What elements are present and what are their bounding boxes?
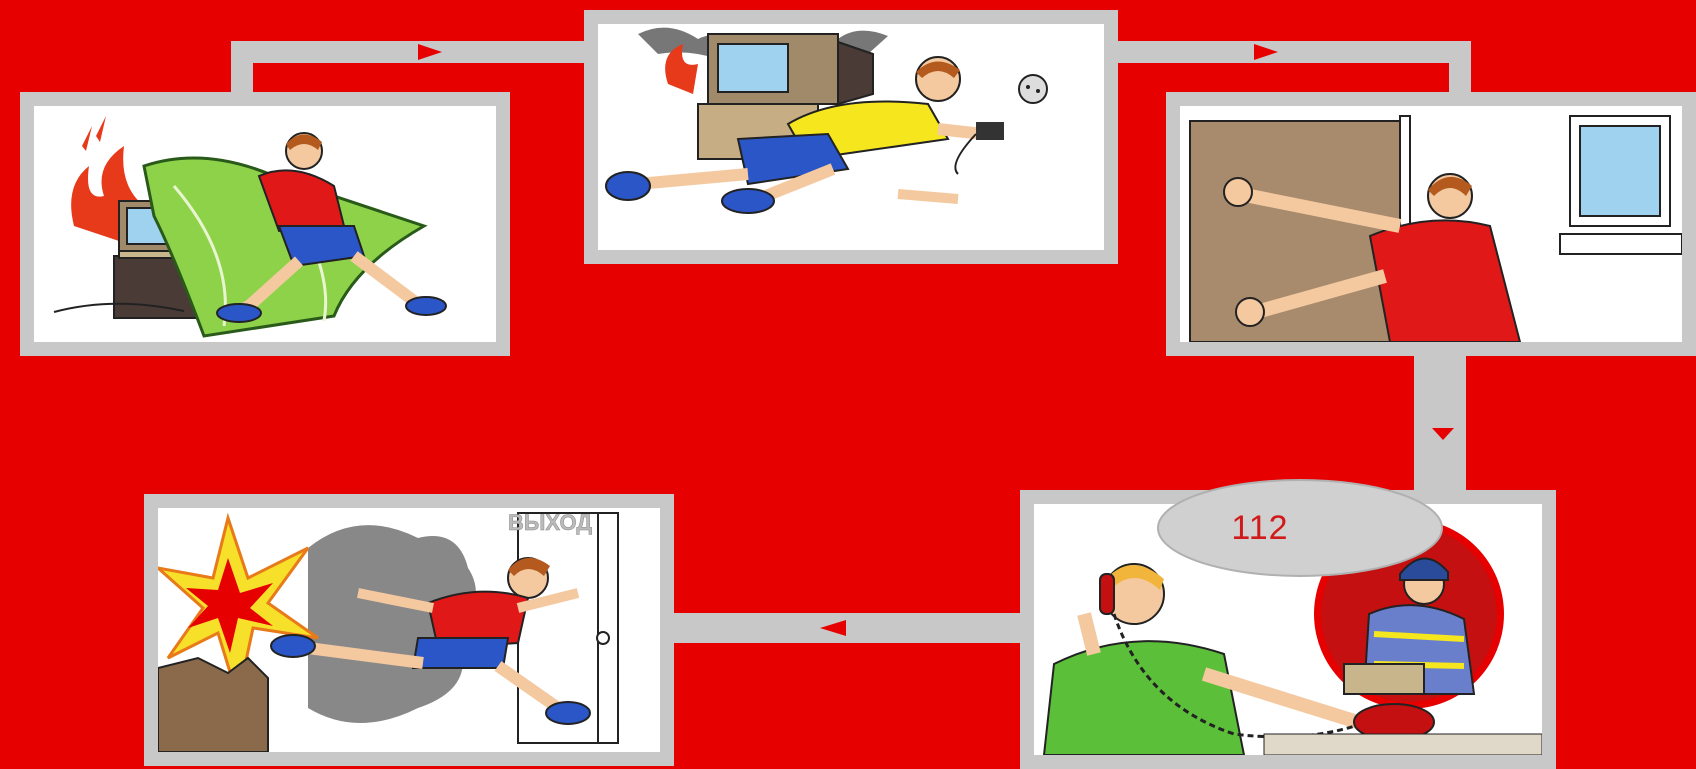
boy-unplugs-smoking-tv-icon xyxy=(598,24,1104,250)
exit-sign: ВЫХОД xyxy=(508,510,592,535)
boy-runs-from-explosion-through-exit-icon: ВЫХОД xyxy=(158,508,660,752)
step-unplug-tv-panel xyxy=(584,10,1118,264)
step-close-door-panel xyxy=(1166,92,1696,356)
step-cover-tv-panel xyxy=(20,92,510,356)
emergency-phone-number: 112 xyxy=(1160,498,1360,558)
boy-closes-door-icon xyxy=(1180,106,1682,342)
boy-covers-burning-tv-with-blanket-icon xyxy=(34,106,496,342)
step-escape-panel: ВЫХОД xyxy=(144,494,674,766)
